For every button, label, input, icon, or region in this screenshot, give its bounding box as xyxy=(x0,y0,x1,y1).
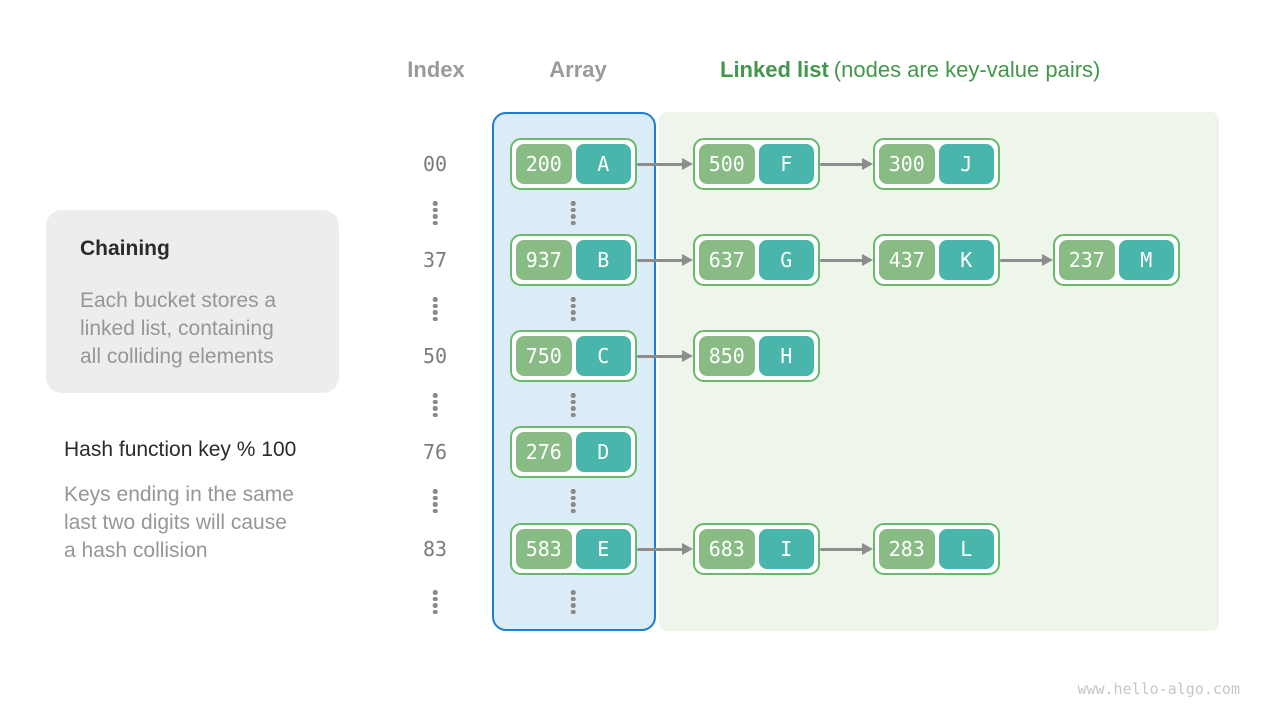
vertical-ellipsis-icon xyxy=(570,201,576,225)
pointer-arrow xyxy=(820,254,873,266)
node-value: M xyxy=(1118,240,1174,280)
node-value: F xyxy=(758,144,814,184)
arrow-head-icon xyxy=(682,543,693,555)
pointer-arrow xyxy=(637,543,693,555)
arrow-head-icon xyxy=(862,158,873,170)
linked-list-column-header: Linked list(nodes are key-value pairs) xyxy=(720,57,1100,83)
node-key: 237 xyxy=(1059,240,1115,280)
array-column-header: Array xyxy=(549,57,607,82)
node-value: E xyxy=(575,529,631,569)
node-value: J xyxy=(938,144,994,184)
chaining-title: Chaining xyxy=(80,237,170,260)
pointer-arrow xyxy=(637,350,693,362)
hash-function-formula: Hash function key % 100 xyxy=(64,438,297,461)
vertical-ellipsis-icon xyxy=(570,590,576,614)
node-key: 200 xyxy=(516,144,572,184)
arrow-head-icon xyxy=(862,543,873,555)
vertical-ellipsis-icon xyxy=(432,201,438,225)
site-watermark: www.hello-algo.com xyxy=(1077,680,1240,698)
node-key: 637 xyxy=(699,240,755,280)
pointer-arrow xyxy=(1000,254,1053,266)
arrow-shaft xyxy=(820,547,864,551)
node-key: 583 xyxy=(516,529,572,569)
bucket-index-label: 83 xyxy=(422,537,448,561)
node-key: 437 xyxy=(879,240,935,280)
node-key: 300 xyxy=(879,144,935,184)
pointer-arrow xyxy=(637,254,693,266)
node-value: C xyxy=(575,336,631,376)
arrow-shaft xyxy=(637,258,684,262)
arrow-shaft xyxy=(637,354,684,358)
node-key: 683 xyxy=(699,529,755,569)
node-key: 750 xyxy=(516,336,572,376)
arrow-shaft xyxy=(820,162,864,166)
vertical-ellipsis-icon xyxy=(432,393,438,417)
node-value: A xyxy=(575,144,631,184)
vertical-ellipsis-icon xyxy=(570,393,576,417)
node-value: K xyxy=(938,240,994,280)
node-key: 937 xyxy=(516,240,572,280)
node-value: G xyxy=(758,240,814,280)
arrow-head-icon xyxy=(682,350,693,362)
vertical-ellipsis-icon xyxy=(570,297,576,321)
node-key: 283 xyxy=(879,529,935,569)
vertical-ellipsis-icon xyxy=(570,489,576,513)
vertical-ellipsis-icon xyxy=(432,590,438,614)
arrow-shaft xyxy=(820,258,864,262)
linked-list-header-label: Linked list xyxy=(720,57,829,82)
pointer-arrow xyxy=(820,543,873,555)
arrow-shaft xyxy=(637,162,684,166)
arrow-head-icon xyxy=(682,254,693,266)
arrow-head-icon xyxy=(1042,254,1053,266)
node-key: 500 xyxy=(699,144,755,184)
hash-function-note: Hash function key % 100 Keys ending in t… xyxy=(64,437,296,565)
bucket-index-label: 50 xyxy=(422,344,448,368)
node-value: L xyxy=(938,529,994,569)
chaining-callout: Chaining Each bucket stores a linked lis… xyxy=(46,210,339,393)
linked-list-header-note: (nodes are key-value pairs) xyxy=(833,57,1101,82)
vertical-ellipsis-icon xyxy=(432,489,438,513)
pointer-arrow xyxy=(637,158,693,170)
pointer-arrow xyxy=(820,158,873,170)
index-column-header: Index xyxy=(407,57,465,82)
node-value: D xyxy=(575,432,631,472)
bucket-index-label: 00 xyxy=(422,152,448,176)
arrow-shaft xyxy=(637,547,684,551)
chaining-description: Each bucket stores a linked list, contai… xyxy=(80,289,277,368)
node-key: 850 xyxy=(699,336,755,376)
arrow-shaft xyxy=(1000,258,1044,262)
vertical-ellipsis-icon xyxy=(432,297,438,321)
arrow-head-icon xyxy=(862,254,873,266)
node-value: H xyxy=(758,336,814,376)
bucket-index-label: 76 xyxy=(422,440,448,464)
node-value: B xyxy=(575,240,631,280)
bucket-index-label: 37 xyxy=(422,248,448,272)
node-key: 276 xyxy=(516,432,572,472)
node-value: I xyxy=(758,529,814,569)
hash-collision-description: Keys ending in the same last two digits … xyxy=(64,483,294,562)
arrow-head-icon xyxy=(682,158,693,170)
